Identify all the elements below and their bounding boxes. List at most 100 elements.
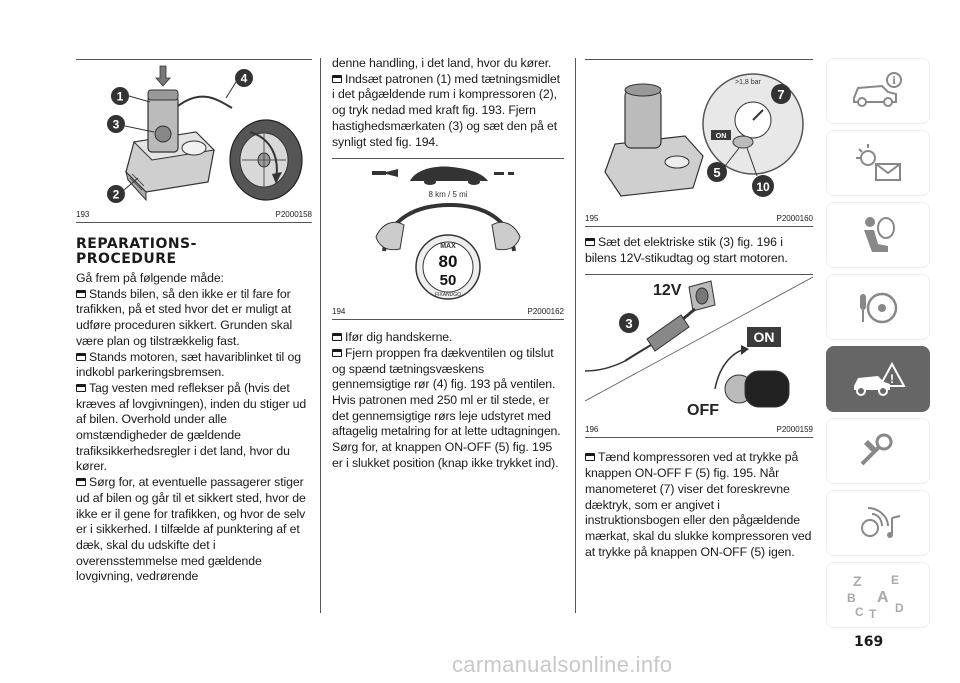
figure-196: 12V 3 ON OFF 196 P20001 (585, 274, 813, 439)
compressor-gauge-illustration: >1,8 bar ON 7 5 10 (604, 73, 804, 197)
figure-number: 194 (332, 307, 346, 317)
tab-maintenance[interactable] (826, 418, 930, 484)
chapter-sidebar: i ! (826, 58, 930, 634)
on-badge (747, 327, 781, 348)
paragraph: denne handling, i det land, hvor du køre… (332, 56, 552, 70)
paragraph-text: Tag vesten med reflekser på (hvis det kr… (76, 380, 307, 474)
bullet-icon (76, 289, 86, 298)
svg-text:C: C (855, 605, 864, 619)
callout-10: 10 (746, 147, 774, 197)
bullet-icon (332, 333, 342, 342)
page-number: 169 (854, 634, 884, 650)
tyre-repair-kit-illustration: 1 4 3 2 (107, 65, 303, 203)
figure-number: 193 (76, 210, 90, 219)
svg-text:3: 3 (625, 316, 632, 331)
column-1-body: Gå frem på følgende måde: Stands bilen, … (76, 271, 312, 585)
figure-caption: 194 P2000162 (332, 305, 564, 321)
callout-7: 7 (771, 84, 791, 104)
bullet-paragraph: Stands bilen, så den ikke er til fare fo… (76, 287, 312, 350)
column-3-para-2: Tænd kompressoren ved at trykke på knapp… (585, 450, 813, 560)
figure-code: P2000158 (275, 210, 312, 219)
bullet-paragraph: Stands motoren, sæt havariblinket til og… (76, 350, 312, 381)
figure-caption: 193 P2000158 (76, 208, 312, 223)
svg-text:1: 1 (117, 90, 124, 104)
paragraph-text: Ifør dig handskerne. (345, 330, 453, 345)
tab-starting-driving[interactable] (826, 274, 930, 340)
callout-4: 4 (225, 69, 253, 99)
figure-195: >1,8 bar ON 7 5 10 195 P2000160 (585, 59, 813, 227)
svg-text:i: i (892, 76, 896, 87)
wrench-service-icon (860, 433, 893, 466)
paragraph: Sørg for, at knappen ON-OFF (5) fig. 195… (332, 440, 559, 470)
figure-caption: 196 P2000159 (585, 423, 813, 439)
svg-text:5: 5 (713, 165, 720, 180)
tab-warning-lights[interactable] (826, 130, 930, 196)
on-label: ON (754, 329, 775, 345)
bullet-icon (585, 238, 595, 246)
bullet-paragraph: Ifør dig handskerne. (332, 330, 564, 346)
figure-193: 1 4 3 2 193 P2000158 (76, 59, 312, 223)
sticker-mph: 50 (440, 272, 457, 289)
bullet-paragraph: Tænd kompressoren ved at trykke på knapp… (585, 450, 813, 560)
multimedia-icon (861, 507, 901, 538)
column-2-top-body: denne handling, i det land, hvor du køre… (332, 56, 564, 150)
callout-2: 2 (107, 177, 139, 203)
on-label: ON (716, 133, 727, 140)
paragraph-text: Indsæt patronen (1) med tætningsmidlet i… (332, 71, 560, 149)
svg-text:D: D (895, 601, 904, 615)
svg-text:A: A (877, 589, 889, 606)
speed-label: 8 km / 5 mi (428, 190, 467, 199)
callout-1: 1 (111, 87, 151, 105)
svg-text:4: 4 (241, 72, 248, 86)
svg-text:B: B (847, 591, 856, 605)
svg-text:3: 3 (113, 118, 120, 132)
figure-code: P2000159 (776, 425, 813, 435)
on-badge (711, 130, 731, 140)
paragraph: Gå frem på følgende måde: (76, 271, 224, 285)
column-2: denne handling, i det land, hvor du køre… (332, 56, 564, 472)
callout-3: 3 (107, 115, 155, 133)
svg-text:2: 2 (113, 188, 120, 202)
warning-lights-mail-icon (856, 144, 901, 181)
sticker-top-text: MAX (440, 243, 456, 250)
paragraph-text: Fjern proppen fra dækventilen og tilslut… (332, 345, 561, 439)
paragraph-text: Sørg for, at eventuelle passagerer stige… (76, 475, 306, 584)
tab-index[interactable]: Z E B A C T D (826, 562, 930, 628)
svg-text:!: ! (890, 372, 894, 386)
column-divider (320, 58, 321, 613)
paragraph-text: Stands motoren, sæt havariblinket til og… (76, 349, 301, 380)
tab-safety[interactable] (826, 202, 930, 268)
tab-car-info[interactable]: i (826, 58, 930, 124)
gauge-label: >1,8 bar (735, 79, 762, 86)
figure-number: 196 (585, 425, 599, 435)
figure-number: 195 (585, 214, 599, 223)
figure-code: P2000160 (776, 214, 813, 223)
speed-sticker-illustration: 8 km / 5 mi MAX 80 50 FIXANDGO (372, 166, 521, 300)
bullet-paragraph: Fjern proppen fra dækventilen og tilslut… (332, 346, 564, 440)
figure-code: P2000162 (527, 307, 564, 317)
paragraph-text: Stands bilen, så den ikke er til fare fo… (76, 286, 293, 348)
bullet-paragraph: Tag vesten med reflekser på (hvis det kr… (76, 381, 312, 475)
column-1: 1 4 3 2 193 P2000158 REPARATION (76, 40, 312, 585)
bullet-icon (585, 453, 595, 462)
column-divider (575, 58, 576, 613)
tab-multimedia[interactable] (826, 490, 930, 556)
socket-label: 12V (653, 282, 682, 299)
column-2-bottom-body: Ifør dig handskerne. Fjern proppen fra d… (332, 330, 564, 471)
seat-airbag-icon (864, 217, 895, 252)
alphabet-index-icon: Z E B A C T D (847, 573, 904, 620)
figure-caption: 195 P2000160 (585, 212, 813, 227)
section-heading: REPARATIONS- PROCEDURE (76, 236, 197, 267)
watermark: carmanualsonline.info (452, 652, 673, 677)
column-3-para-1: Sæt det elektriske stik (3) fig. 196 i b… (585, 235, 813, 266)
tab-emergency[interactable]: ! (826, 346, 930, 412)
svg-text:Z: Z (853, 573, 862, 589)
power-socket-switch-illustration: 12V 3 ON OFF (585, 277, 813, 419)
bullet-paragraph: Sørg for, at eventuelle passagerer stige… (76, 475, 312, 585)
car-info-icon: i (853, 72, 902, 107)
sticker-bottom-text: FIXANDGO (435, 292, 461, 298)
car-breakdown-icon: ! (854, 361, 906, 396)
figure-194: 8 km / 5 mi MAX 80 50 FIXANDGO 194 P2000… (332, 158, 564, 321)
bullet-paragraph: Sæt det elektriske stik (3) fig. 196 i b… (585, 235, 813, 266)
svg-text:10: 10 (756, 180, 770, 194)
